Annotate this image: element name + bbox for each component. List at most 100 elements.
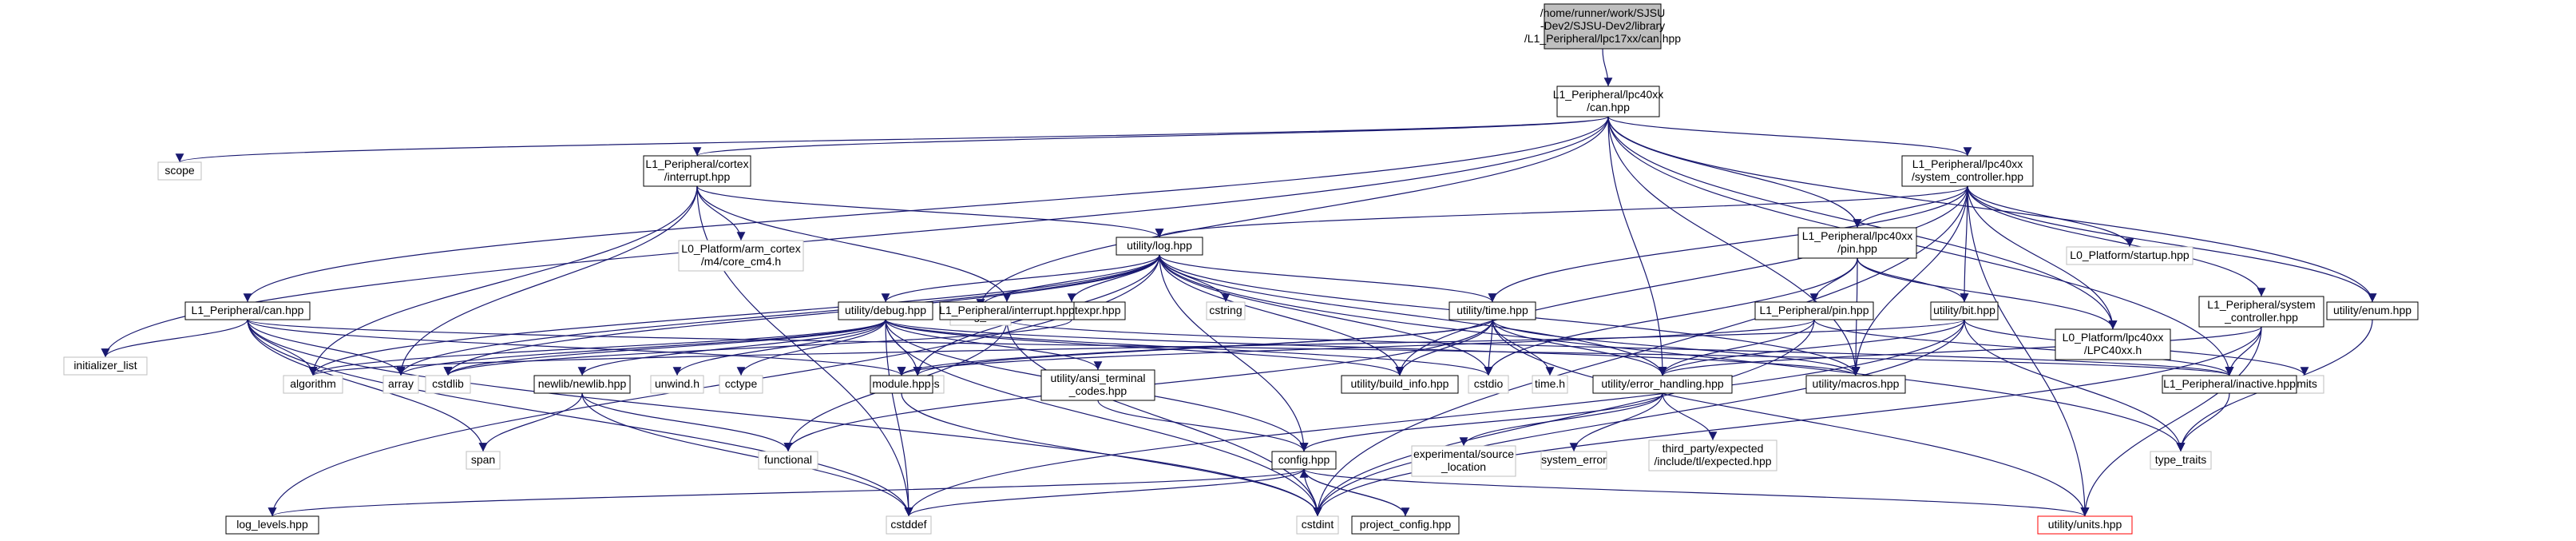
edge-sysctrl_l1-to-units xyxy=(2080,326,2262,517)
edge-sysctrl-to-log xyxy=(1155,185,1968,238)
node-label-line: time.h xyxy=(1535,377,1565,390)
node-pin[interactable]: L1_Peripheral/pin.hpp xyxy=(1754,301,1874,320)
node-box xyxy=(1544,3,1662,50)
node-box xyxy=(2198,296,2324,328)
node-sysctrl-l1[interactable]: L1_Peripheral/system_controller.hpp xyxy=(2198,296,2324,328)
node-debug[interactable]: utility/debug.hpp xyxy=(838,301,933,320)
edge-newlib-to-cstddef xyxy=(581,392,913,517)
node-box xyxy=(2326,301,2419,320)
node-label-line: initializer_list xyxy=(73,359,137,372)
node-label-line: L1_Peripheral/cortex xyxy=(645,157,748,170)
node-module[interactable]: module.hpp xyxy=(870,375,933,394)
node-label-line: type_traits xyxy=(2155,453,2207,466)
node-label-line: L1_Peripheral/system xyxy=(2207,298,2315,311)
edge-lpc40can-to-string_view xyxy=(976,116,1609,308)
node-label-line: _controller.hpp xyxy=(2224,311,2298,324)
edge-sysctrl-to-startup xyxy=(1967,185,2134,248)
edge-config-to-units xyxy=(1303,468,2089,517)
edge-bit-to-error xyxy=(1658,319,1965,376)
node-label-line: L1_Peripheral/pin.hpp xyxy=(1760,304,1869,316)
node-label-line: L1_Peripheral/inactive.hpp xyxy=(2163,377,2296,390)
node-box xyxy=(1351,515,1460,535)
edge-time-to-module xyxy=(897,319,1493,376)
node-can[interactable]: L1_Peripheral/can.hpp xyxy=(184,301,311,320)
edge-pin-to-error xyxy=(1658,319,1815,376)
node-bit[interactable]: utility/bit.hpp xyxy=(1930,301,1999,320)
node-lpc40can[interactable]: L1_Peripheral/lpc40xx/can.hpp xyxy=(1553,86,1664,117)
node-inactive[interactable]: L1_Peripheral/inactive.hpp xyxy=(2162,375,2297,394)
node-label-line: config.hpp xyxy=(1278,453,1330,466)
node-box xyxy=(1449,301,1536,320)
node-log-levels[interactable]: log_levels.hpp xyxy=(225,515,319,535)
edge-can-to-initializer_list xyxy=(101,319,248,358)
node-box xyxy=(184,301,311,320)
node-label-line: experimental/source xyxy=(1413,448,1514,460)
file-nodes: /home/runner/work/SJSU-Dev2/SJSU-Dev2/li… xyxy=(63,3,2419,535)
edge-time-to-time_h xyxy=(1492,319,1555,376)
edge-debug-to-cstdio xyxy=(885,319,1493,376)
edge-sysctrl-to-bit xyxy=(1960,185,1969,303)
node-label-line: L1_Peripheral/interrupt.hpp xyxy=(939,304,1075,316)
node-box xyxy=(283,375,343,394)
node-label-line: L1_Peripheral/lpc40xx xyxy=(1802,229,1913,242)
node-macros[interactable]: utility/macros.hpp xyxy=(1805,375,1906,394)
node-log[interactable]: utility/log.hpp xyxy=(1116,237,1203,256)
edge-constexpr-to-cstdlib xyxy=(443,319,1072,376)
edge-sysctrl_l1-to-cstdint xyxy=(1313,326,2262,517)
edge-pin40-to-cstdio xyxy=(1484,257,1858,376)
node-label-line: _location xyxy=(1441,460,1486,473)
node-config[interactable]: config.hpp xyxy=(1271,451,1337,470)
node-project-config[interactable]: project_config.hpp xyxy=(1351,515,1460,535)
node-label-line: /L1_Peripheral/lpc17xx/can.hpp xyxy=(1524,32,1681,45)
node-label-line: /pin.hpp xyxy=(1837,242,1877,255)
node-label-line: algorithm xyxy=(290,377,336,390)
node-box xyxy=(533,375,631,394)
node-box xyxy=(758,451,818,470)
node-sysctrl[interactable]: L1_Peripheral/lpc40xx/system_controller.… xyxy=(1901,155,2034,187)
edge-lpc40can-to-pin40 xyxy=(1607,116,1862,229)
node-label-line: L0_Platform/startup.hpp xyxy=(2070,249,2190,261)
node-label-line: utility/time.hpp xyxy=(1456,304,1528,316)
edge-debug-to-cctype xyxy=(736,319,886,376)
node-root[interactable]: /home/runner/work/SJSU-Dev2/SJSU-Dev2/li… xyxy=(1524,3,1681,50)
node-box xyxy=(1271,451,1337,470)
edge-log-to-type_traits xyxy=(1159,254,2186,452)
node-label-line: limits xyxy=(2292,377,2317,390)
edge-log-to-cstdio xyxy=(1159,254,1493,376)
node-label-line: project_config.hpp xyxy=(1360,518,1452,531)
node-units[interactable]: utility/units.hpp xyxy=(2037,515,2133,535)
node-label-line: cstring xyxy=(1209,304,1242,316)
node-enum[interactable]: utility/enum.hpp xyxy=(2326,301,2419,320)
node-error[interactable]: utility/error_handling.hpp xyxy=(1592,375,1733,394)
node-pin40[interactable]: L1_Peripheral/lpc40xx/pin.hpp xyxy=(1797,227,1917,259)
edge-config-to-log_levels xyxy=(268,468,1305,517)
edge-can-to-module xyxy=(247,319,906,376)
node-build-info[interactable]: utility/build_info.hpp xyxy=(1341,375,1459,394)
node-newlib[interactable]: newlib/newlib.hpp xyxy=(533,375,631,394)
edge-pin40-to-bit xyxy=(1857,257,1969,303)
node-box xyxy=(1592,375,1733,394)
edge-log-to-string_view xyxy=(976,254,1160,308)
node-label-line: /system_controller.hpp xyxy=(1912,170,2023,183)
node-lpc40xx-h[interactable]: L0_Platform/lpc40xx/LPC40xx.h xyxy=(2055,328,2171,360)
node-ansi[interactable]: utility/ansi_terminal_codes.hpp xyxy=(1040,369,1155,401)
node-box xyxy=(1805,375,1906,394)
node-time[interactable]: utility/time.hpp xyxy=(1449,301,1536,320)
node-label-line: L1_Peripheral/can.hpp xyxy=(192,304,304,316)
node-interrupt[interactable]: L1_Peripheral/interrupt.hpp xyxy=(939,301,1075,320)
node-label-line: /include/tl/expected.hpp xyxy=(1654,455,1771,467)
node-label-line: third_party/expected xyxy=(1663,442,1764,455)
node-box xyxy=(1754,301,1874,320)
node-label-line: newlib/newlib.hpp xyxy=(538,377,627,390)
edge-can-to-inactive xyxy=(247,319,2233,376)
edge-lpc40can-to-inactive xyxy=(1607,116,2234,376)
edge-cortex_int-to-log xyxy=(696,185,1164,238)
node-box xyxy=(1930,301,1999,320)
node-box xyxy=(650,375,704,394)
node-box xyxy=(1116,237,1203,256)
edge-sysctrl_l1-to-inactive xyxy=(2225,326,2262,376)
edge-error-to-config xyxy=(1299,392,1663,452)
node-startup: L0_Platform/startup.hpp xyxy=(2066,246,2194,265)
node-label-line: cstdlib xyxy=(432,377,464,390)
node-cortex-int[interactable]: L1_Peripheral/cortex/interrupt.hpp xyxy=(643,155,751,187)
